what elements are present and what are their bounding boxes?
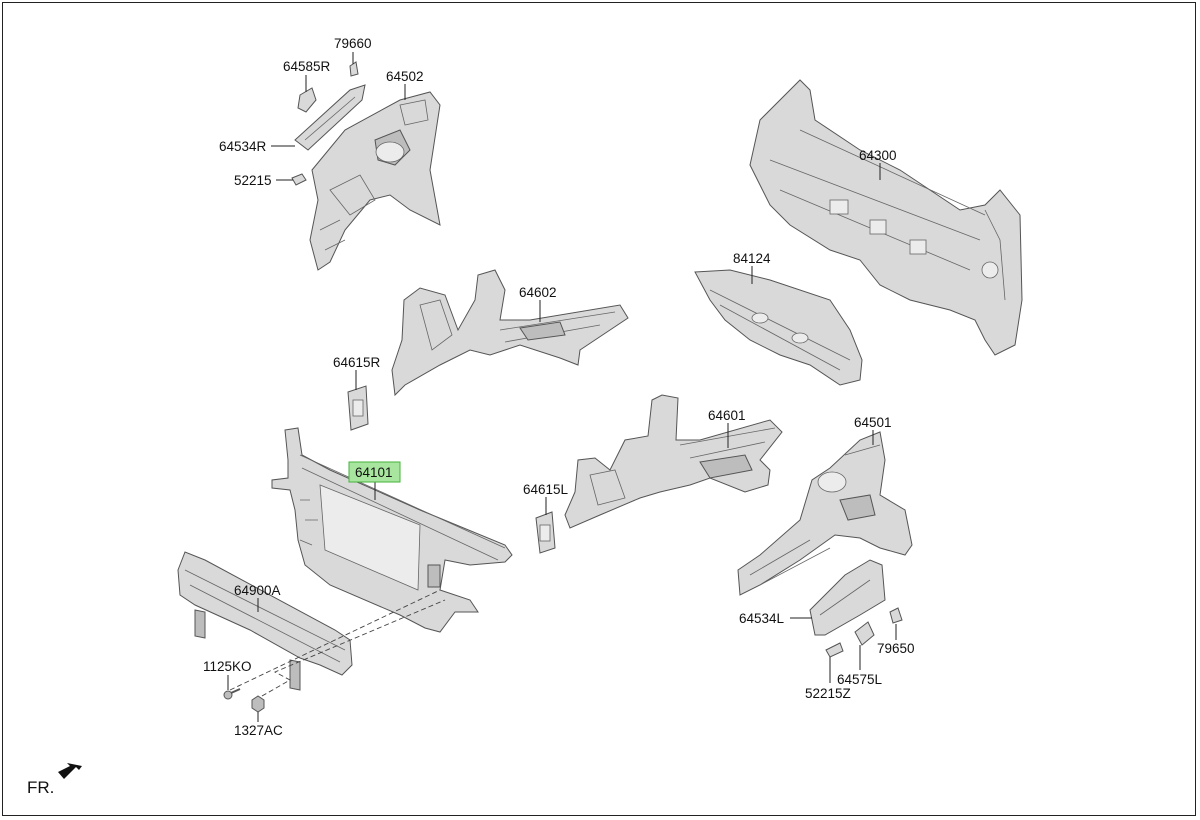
nut-1327AC-icon[interactable] — [251, 695, 265, 713]
callout-64534L[interactable]: 64534L — [739, 611, 785, 626]
part-52215Z-bolt[interactable] — [825, 642, 844, 658]
callout-64501[interactable]: 64501 — [854, 415, 892, 430]
part-79660-clip[interactable] — [349, 61, 359, 77]
part-64615R-plate[interactable] — [347, 385, 369, 431]
callout-64502[interactable]: 64502 — [386, 69, 424, 84]
callout-79660[interactable]: 79660 — [334, 36, 372, 51]
fastener-line-1 — [229, 589, 441, 691]
part-84124-insulator[interactable] — [694, 269, 863, 386]
callout-1327AC[interactable]: 1327AC — [234, 723, 283, 738]
callout-1125KO[interactable]: 1125KO — [203, 659, 252, 674]
callout-79650[interactable]: 79650 — [877, 641, 915, 656]
callout-84124[interactable]: 84124 — [733, 251, 771, 266]
callout-52215[interactable]: 52215 — [234, 173, 272, 188]
bolt-1125KO-icon[interactable] — [223, 688, 241, 700]
callout-64615L[interactable]: 64615L — [523, 482, 569, 497]
part-64585R-clip[interactable] — [297, 87, 317, 113]
part-64534L-bracket[interactable] — [809, 559, 886, 636]
part-64502-apron[interactable] — [309, 91, 441, 271]
callout-64534R[interactable]: 64534R — [219, 139, 267, 154]
callout-64602[interactable]: 64602 — [519, 285, 557, 300]
callout-64300[interactable]: 64300 — [859, 148, 897, 163]
part-64900A-bumper-beam[interactable] — [177, 551, 353, 691]
part-64300-dash-panel[interactable] — [749, 79, 1023, 356]
front-label: FR. — [27, 778, 54, 797]
highlight-box-64101 — [348, 461, 401, 483]
part-64101-carrier[interactable] — [271, 427, 513, 633]
callout-64101[interactable]: 64101 — [355, 465, 393, 480]
callout-64585R[interactable]: 64585R — [283, 59, 331, 74]
front-direction-indicator: FR. — [27, 763, 82, 797]
fastener-line-2 — [254, 599, 446, 701]
part-64602-side-member[interactable] — [391, 269, 629, 397]
leader-lines — [227, 52, 897, 722]
callout-64601[interactable]: 64601 — [708, 408, 746, 423]
part-64615L-plate[interactable] — [535, 511, 556, 554]
callout-64575L[interactable]: 64575L — [837, 672, 883, 687]
front-arrow-icon — [58, 763, 82, 779]
callout-64900A[interactable]: 64900A — [234, 583, 281, 598]
part-64601-side-member[interactable] — [564, 394, 783, 529]
part-64575L-clip[interactable] — [854, 621, 875, 646]
part-64501-apron[interactable] — [737, 431, 913, 596]
callout-52215Z[interactable]: 52215Z — [805, 686, 851, 701]
part-52215-bolt[interactable] — [291, 173, 307, 186]
part-79650-clip[interactable] — [889, 607, 903, 624]
callout-64615R[interactable]: 64615R — [333, 355, 381, 370]
part-64534R-bracket[interactable] — [294, 84, 366, 151]
